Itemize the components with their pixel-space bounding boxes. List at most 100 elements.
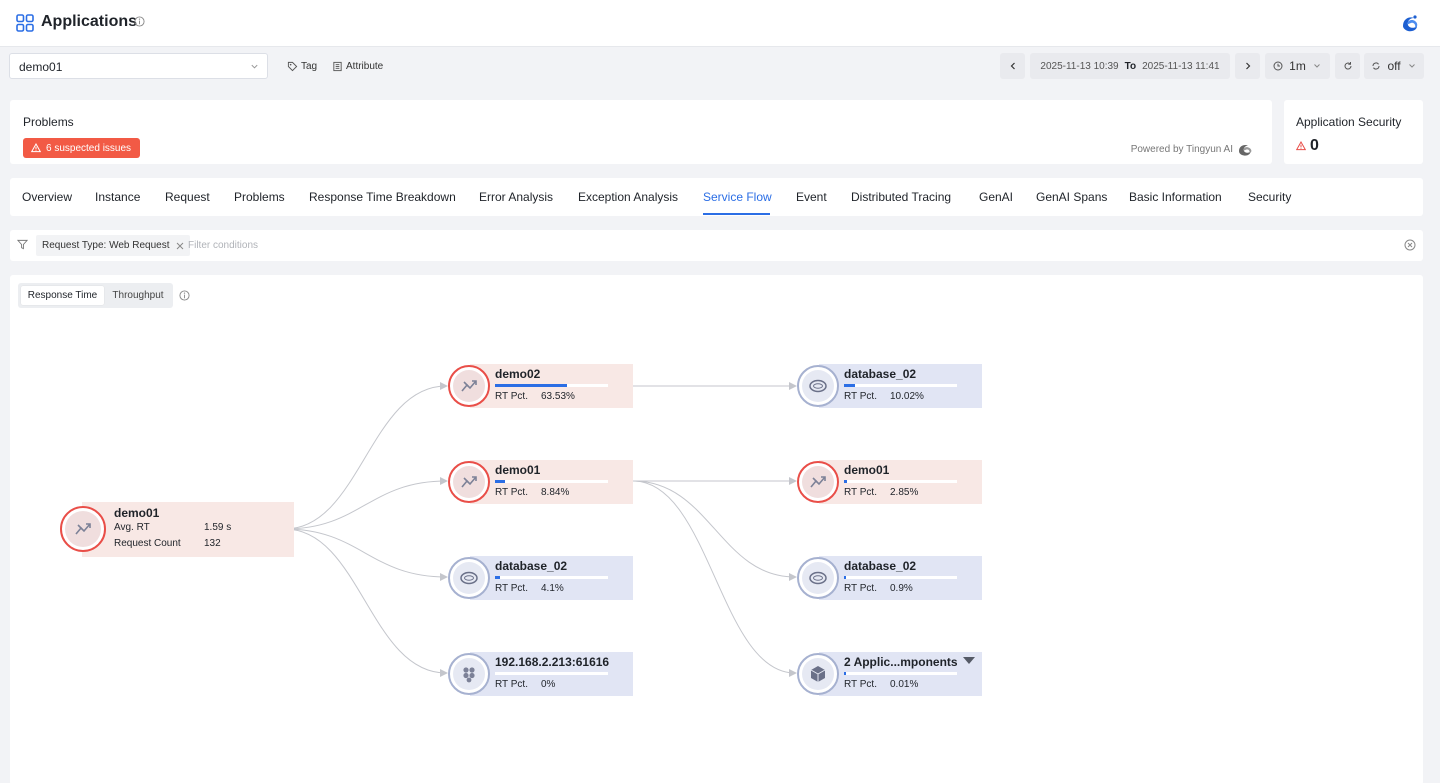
throughput-mode-button[interactable]: Throughput: [112, 290, 164, 301]
node-circle: [797, 365, 839, 407]
application-select-value: demo01: [19, 60, 63, 74]
tab-genai-spans[interactable]: GenAI Spans: [1036, 190, 1108, 204]
page-title: Applications: [41, 13, 138, 30]
tingyun-logo-icon[interactable]: [1401, 13, 1421, 33]
request-count-label: Request Count: [114, 538, 181, 549]
refresh-button[interactable]: [1335, 53, 1360, 79]
edge-demo01-to-database02: [632, 480, 797, 581]
app-service-icon: [810, 476, 826, 488]
time-from: 2025-11-13 10:39: [1040, 60, 1119, 72]
attribute-button[interactable]: Attribute: [332, 61, 383, 72]
tab-problems[interactable]: Problems: [234, 190, 285, 204]
node-name: 2 Applic...mponents: [844, 655, 958, 669]
node-metric: RT Pct.0.01%: [844, 679, 918, 690]
time-next-button[interactable]: [1235, 53, 1260, 79]
flow-node-message-queue[interactable]: 192.168.2.213:61616 RT Pct.0%: [448, 652, 633, 696]
rt-pct-fill: [495, 384, 567, 387]
flow-node-demo02[interactable]: demo02 RT Pct.63.53%: [448, 364, 633, 408]
tab-error-analysis[interactable]: Error Analysis: [479, 190, 554, 204]
flow-node-components[interactable]: 2 Applic...mponents RT Pct.0.01%: [797, 652, 982, 696]
flow-node-database02[interactable]: database_02 RT Pct.4.1%: [448, 556, 633, 600]
rt-pct-fill: [844, 480, 848, 483]
node-inner: [802, 562, 834, 594]
tingyun-ai-icon: [1239, 145, 1252, 156]
node-inner: [802, 658, 834, 690]
component-cube-icon: [810, 666, 826, 682]
rt-pct-bar: [844, 384, 957, 387]
time-range-picker[interactable]: 2025-11-13 10:39 To 2025-11-13 11:41: [1030, 53, 1230, 79]
tag-button[interactable]: Tag: [287, 61, 317, 72]
tab-response-time-breakdown[interactable]: Response Time Breakdown: [309, 190, 456, 204]
clock-icon: [1273, 61, 1283, 71]
close-icon[interactable]: [176, 242, 184, 250]
oracle-database-icon: [809, 379, 827, 393]
node-inner: [802, 370, 834, 402]
node-metric: RT Pct.2.85%: [844, 487, 918, 498]
application-security-count: 0: [1296, 137, 1319, 155]
interval-value: 1m: [1289, 59, 1306, 73]
info-icon[interactable]: [179, 290, 190, 301]
tab-overview[interactable]: Overview: [22, 190, 73, 204]
metric-label: RT Pct.: [495, 679, 528, 690]
service-flow-panel: Response Time Throughput: [10, 275, 1423, 783]
app-service-icon: [461, 476, 477, 488]
rt-pct-bar: [495, 672, 608, 675]
tab-genai[interactable]: GenAI: [979, 190, 1014, 204]
interval-select[interactable]: 1m: [1265, 53, 1330, 79]
application-security-card[interactable]: Application Security 0: [1284, 100, 1423, 164]
edge-root-to-database02: [284, 528, 448, 581]
refresh-icon: [1344, 62, 1352, 70]
flow-node-demo01[interactable]: demo01 RT Pct.8.84%: [448, 460, 633, 504]
tab-request[interactable]: Request: [165, 190, 210, 204]
flow-node-demo01-downstream[interactable]: demo01 RT Pct.2.85%: [797, 460, 982, 504]
tag-icon: [287, 61, 298, 72]
metric-label: RT Pct.: [495, 391, 528, 402]
metric-value: 4.1%: [540, 583, 564, 594]
filter-chip[interactable]: Request Type: Web Request: [36, 235, 190, 256]
flow-node-database02-downstream[interactable]: database_02 RT Pct.10.02%: [797, 364, 982, 408]
auto-refresh-select[interactable]: off: [1364, 53, 1424, 79]
expand-caret-icon[interactable]: [963, 657, 975, 665]
problems-title: Problems: [23, 115, 74, 129]
attribute-icon: [333, 61, 342, 72]
tab-basic-information[interactable]: Basic Information: [1129, 190, 1222, 204]
suspected-issues-badge[interactable]: 6 suspected issues: [23, 138, 141, 158]
flow-node-root[interactable]: demo01 Avg. RT 1.59 s Request Count 132: [60, 502, 294, 557]
request-count-value: 132: [204, 538, 221, 549]
rt-pct-bar: [844, 480, 957, 483]
tab-security[interactable]: Security: [1248, 190, 1292, 204]
application-select[interactable]: demo01: [9, 53, 268, 79]
info-icon[interactable]: [134, 16, 145, 27]
rt-pct-bar: [495, 576, 608, 579]
app-service-icon: [75, 523, 91, 535]
rt-pct-fill: [495, 480, 505, 483]
tab-distributed-tracing[interactable]: Distributed Tracing: [851, 190, 952, 204]
active-tab-indicator: [703, 213, 770, 215]
chevron-down-icon: [251, 64, 258, 69]
powered-by: Powered by Tingyun AI: [1131, 142, 1254, 156]
node-inner: [453, 370, 485, 402]
clear-filter-icon[interactable]: [1404, 239, 1416, 251]
flow-edges: [284, 382, 797, 677]
flow-mode-toggle: Response Time Throughput: [18, 283, 173, 308]
tab-event[interactable]: Event: [796, 190, 827, 204]
node-name: demo01: [844, 463, 890, 477]
edge-root-to-demo01: [284, 477, 448, 530]
node-name: 192.168.2.213:61616: [495, 655, 610, 669]
flow-node-database02-downstream-2[interactable]: database_02 RT Pct.0.9%: [797, 556, 982, 600]
node-name: demo02: [495, 367, 541, 381]
node-circle: [448, 557, 490, 599]
tab-instance[interactable]: Instance: [95, 190, 141, 204]
chevron-left-icon: [1010, 62, 1015, 70]
response-time-mode-button[interactable]: Response Time: [21, 286, 104, 305]
attribute-label: Attribute: [346, 61, 384, 72]
node-metric: RT Pct.10.02%: [844, 391, 924, 402]
avg-rt-value: 1.59 s: [204, 522, 232, 533]
tab-exception-analysis[interactable]: Exception Analysis: [578, 190, 679, 204]
time-prev-button[interactable]: [1000, 53, 1025, 79]
metric-value: 10.02%: [889, 391, 924, 402]
filter-input[interactable]: [188, 235, 588, 256]
filter-chip-label: Request Type: Web Request: [42, 240, 170, 251]
powered-by-label: Powered by Tingyun AI: [1130, 143, 1233, 155]
tab-service-flow[interactable]: Service Flow: [703, 190, 772, 204]
